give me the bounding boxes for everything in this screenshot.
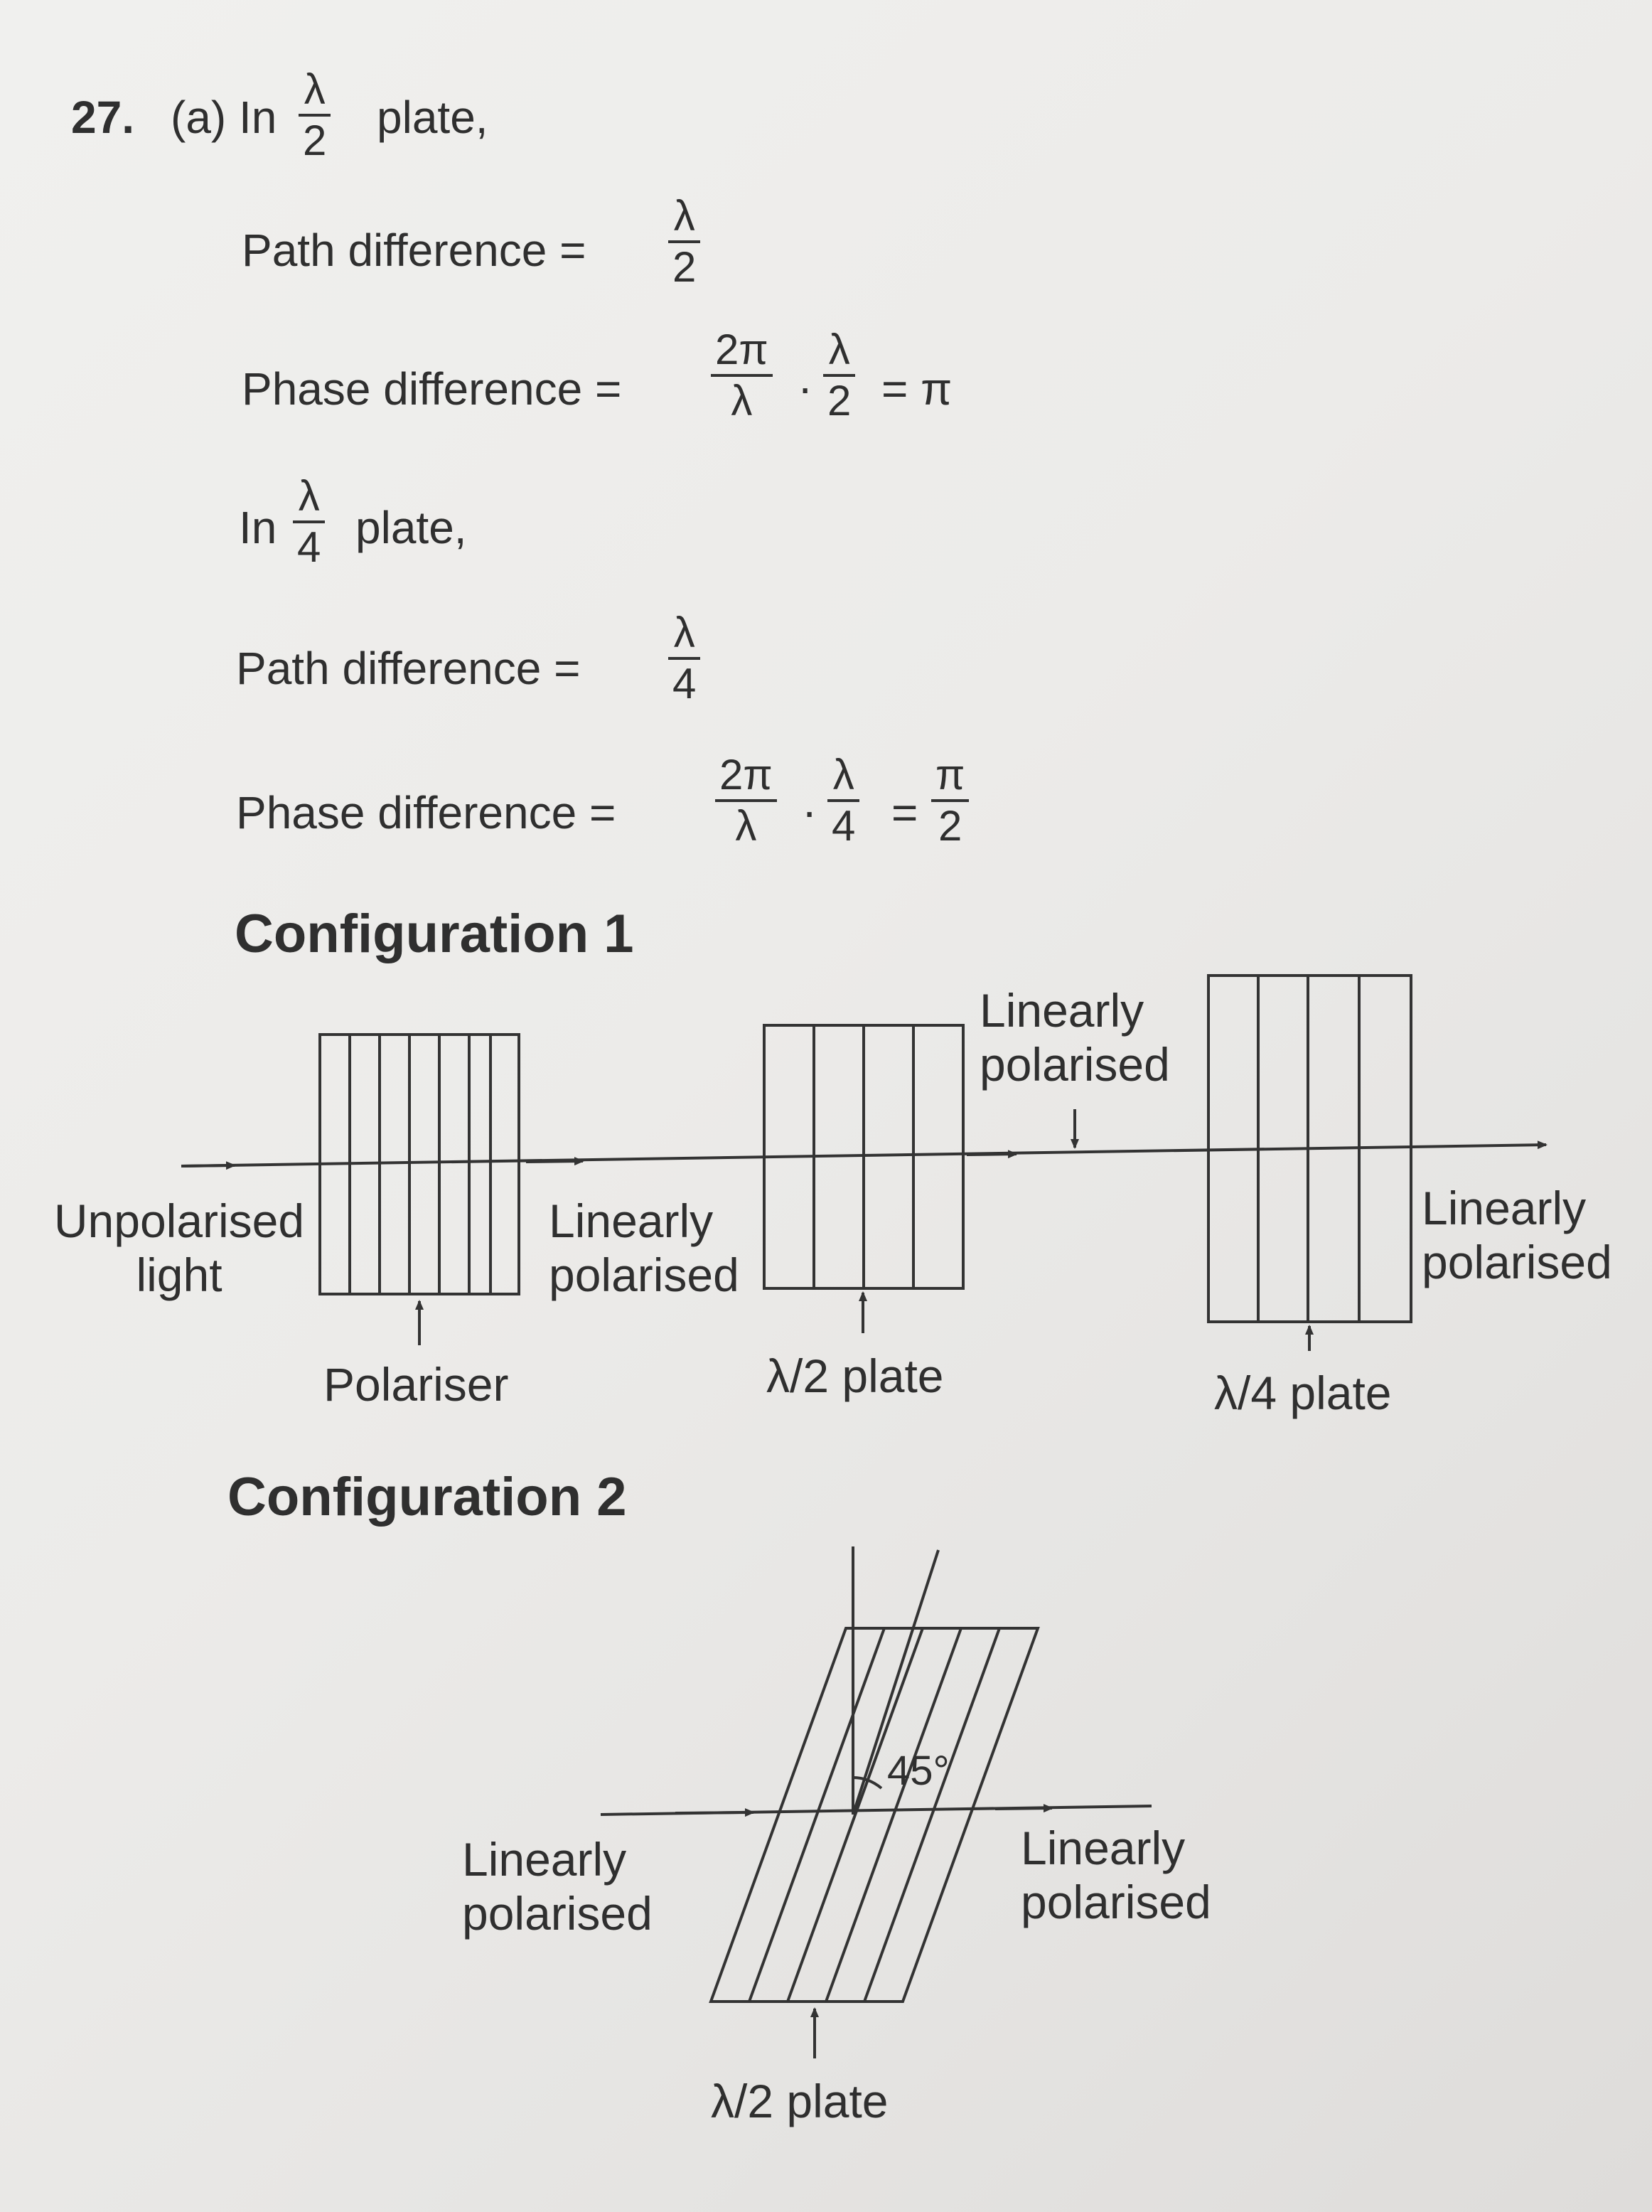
tilted-half-wave-plate	[709, 1627, 1040, 2003]
fraction-denominator: 2	[938, 802, 962, 850]
problem-number: 27.	[71, 92, 134, 143]
polariser-label: Polariser	[323, 1358, 509, 1411]
quarter-wave-plate	[1207, 974, 1412, 1323]
phase-fraction-2: λ 2	[823, 326, 856, 424]
fraction-denominator: 2	[827, 377, 852, 424]
path-difference-fraction: λ 2	[668, 192, 701, 291]
angle-label: 45°	[887, 1748, 950, 1794]
fraction-denominator: 4	[672, 660, 697, 707]
quarter-phase-label: Phase difference =	[236, 787, 616, 838]
config2-half-plate-label: λ/2 plate	[711, 2075, 889, 2127]
fraction-denominator: 4	[832, 802, 856, 850]
fraction-denominator: λ	[731, 377, 753, 424]
config2-heading: Configuration 2	[227, 1467, 627, 1527]
half-plate-label: λ/2 plate	[766, 1350, 944, 1402]
quarter-path-fraction: λ 4	[668, 609, 701, 707]
fraction-numerator: λ	[828, 326, 850, 373]
linear-top-label: Linearly polarised	[980, 984, 1170, 1091]
fraction-denominator: 2	[303, 117, 327, 164]
fraction-numerator: λ	[673, 192, 695, 240]
phase-difference-label: Phase difference =	[242, 363, 622, 415]
half-plate-fraction: λ 2	[299, 68, 331, 162]
quarter-plate-label: λ/4 plate	[1214, 1367, 1392, 1419]
quarter-plate-fraction: λ 4	[293, 472, 326, 571]
fraction-numerator: λ	[304, 65, 326, 113]
quarter-phase-result: π 2	[931, 751, 970, 850]
plate-word: plate,	[377, 92, 488, 143]
config2-linear-right-label: Linearly polarised	[1021, 1822, 1211, 1928]
path-difference-label: Path difference =	[242, 225, 586, 276]
fraction-numerator: λ	[298, 472, 320, 520]
quarter-path-label: Path difference =	[236, 643, 581, 694]
problem-part: (a) In	[171, 92, 277, 143]
fraction-numerator: λ	[673, 609, 695, 656]
fraction-denominator: λ	[735, 802, 757, 850]
quarter-phase-fraction-1: 2π λ	[715, 754, 777, 848]
fraction-denominator: 4	[297, 523, 321, 571]
multiply-dot: ·	[802, 786, 817, 837]
config2-linear-left-label: Linearly polarised	[462, 1833, 653, 1940]
config1-heading: Configuration 1	[235, 904, 634, 964]
fraction-denominator: 2	[672, 243, 697, 291]
quarter-plate-word: plate,	[355, 502, 467, 553]
linear-after-polariser-label: Linearly polarised	[549, 1195, 739, 1301]
quarter-phase-fraction-2: λ 4	[827, 751, 860, 850]
quarter-intro: In	[239, 502, 277, 553]
multiply-dot: ·	[798, 362, 813, 413]
phase-result: = π	[881, 363, 953, 415]
polariser-plate	[318, 1033, 520, 1295]
fraction-numerator: 2π	[719, 751, 773, 798]
unpolarised-light-label: Unpolarised light	[53, 1195, 305, 1301]
fraction-numerator: π	[935, 751, 965, 798]
fraction-numerator: λ	[832, 751, 854, 798]
phase-fraction-1: 2π λ	[711, 328, 773, 422]
linear-right-label: Linearly polarised	[1422, 1182, 1612, 1288]
equals-sign: =	[891, 787, 918, 838]
fraction-numerator: 2π	[715, 326, 768, 373]
